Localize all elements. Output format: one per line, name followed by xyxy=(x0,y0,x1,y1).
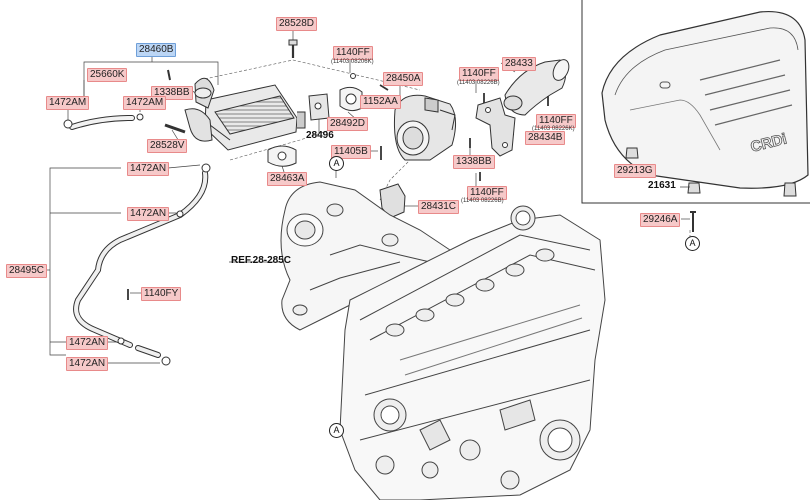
part-label-28463A[interactable]: 28463A xyxy=(267,172,308,186)
part-label-1338BB-lower[interactable]: 1338BB xyxy=(453,155,495,169)
intake-pipe-28433 xyxy=(503,59,570,116)
part-label-28495C[interactable]: 28495C xyxy=(6,264,48,278)
engine-block xyxy=(339,205,606,500)
part-label-1472AN-a[interactable]: 1472AN xyxy=(127,162,170,176)
part-label-1140FF-top[interactable]: 1140FF xyxy=(333,46,373,60)
part-label-1140FY[interactable]: 1140FY xyxy=(141,287,182,301)
part-label-28460B[interactable]: 28460B xyxy=(136,43,177,57)
view-reference-circle-block[interactable]: A xyxy=(329,423,344,438)
part-label-1472AN-d[interactable]: 1472AN xyxy=(66,357,109,371)
part-sublabel-1140FF-right: (11403 08226K) xyxy=(532,126,575,132)
grommet-21631 xyxy=(687,182,701,194)
part-label-25660K[interactable]: 25660K xyxy=(87,68,128,82)
part-label-1472AM-left[interactable]: 1472AM xyxy=(46,96,90,110)
part-sublabel-1140FF-top: (11403 08206K) xyxy=(331,59,374,65)
part-label-21631[interactable]: 21631 xyxy=(648,180,676,191)
part-label-28450A[interactable]: 28450A xyxy=(383,72,424,86)
part-label-28433[interactable]: 28433 xyxy=(502,57,536,71)
exhaust-manifold-turbo xyxy=(280,181,451,331)
view-reference-circle-top[interactable]: A xyxy=(329,156,344,171)
egr-cooler-assembly xyxy=(184,77,306,151)
part-sublabel-1140FF-bottom: (11403 08226B) xyxy=(461,198,504,204)
part-label-1140FF-right[interactable]: 1140FF xyxy=(536,114,576,128)
part-sublabel-1140FF-mid: (11403 08226B) xyxy=(457,80,500,86)
part-label-1472AN-b[interactable]: 1472AN xyxy=(127,207,170,221)
part-label-1472AN-c[interactable]: 1472AN xyxy=(66,336,109,350)
part-label-28528D[interactable]: 28528D xyxy=(276,17,318,31)
engine-cover xyxy=(601,10,809,189)
engine-cover-inset: CRDi xyxy=(581,0,810,232)
bracket-28434B xyxy=(475,97,516,157)
part-label-1140FF-bottom[interactable]: 1140FF xyxy=(467,186,507,200)
reference-label[interactable]: REF.28-285C xyxy=(231,255,292,266)
part-label-29213G[interactable]: 29213G xyxy=(614,164,656,178)
part-label-28496[interactable]: 28496 xyxy=(306,130,334,141)
throttle-body-28450A xyxy=(394,94,456,161)
part-label-28528V[interactable]: 28528V xyxy=(147,139,188,153)
grommet-29213G xyxy=(625,147,639,159)
part-label-1472AM-right[interactable]: 1472AM xyxy=(123,96,167,110)
view-reference-circle-cover[interactable]: A xyxy=(685,236,700,251)
part-label-28434B[interactable]: 28434B xyxy=(525,131,566,145)
tube-28495C xyxy=(73,163,211,366)
part-label-1152AA[interactable]: 1152AA xyxy=(360,95,401,109)
part-label-1140FF-mid[interactable]: 1140FF xyxy=(459,67,499,81)
part-label-11405B[interactable]: 11405B xyxy=(331,145,371,159)
part-label-28492D[interactable]: 28492D xyxy=(327,117,369,131)
part-label-28431C[interactable]: 28431C xyxy=(418,200,460,214)
part-label-29246A[interactable]: 29246A xyxy=(640,213,681,227)
